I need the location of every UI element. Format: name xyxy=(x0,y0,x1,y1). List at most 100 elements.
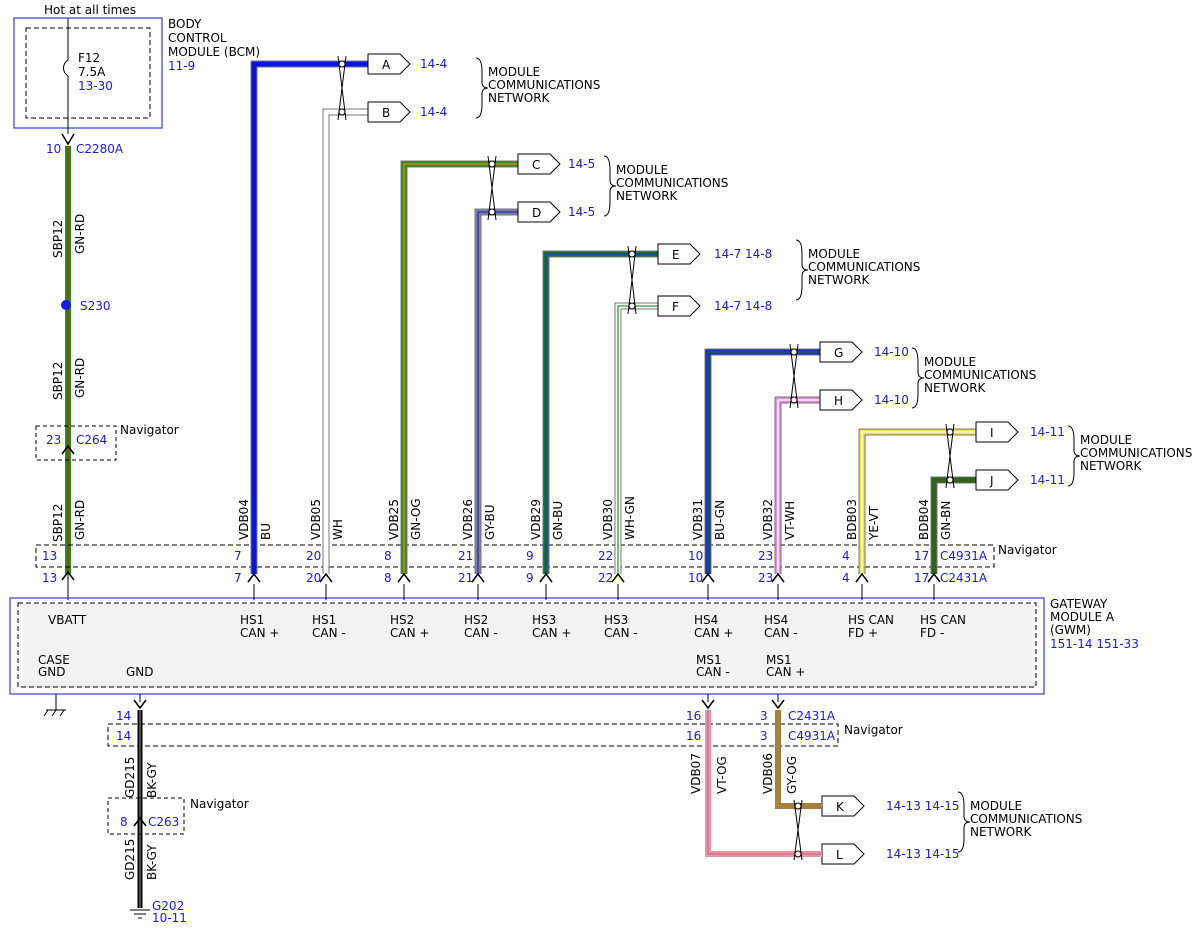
tag-ref[interactable]: 14-5 xyxy=(568,205,595,219)
pin-bottom: 7 xyxy=(234,571,242,585)
c264-pin: 23 xyxy=(46,433,61,447)
network-label: NETWORK xyxy=(1080,459,1143,473)
g202-label[interactable]: G202 xyxy=(152,899,184,913)
pin-arrow-icon xyxy=(701,572,715,583)
circuit-label: VDB25 xyxy=(387,499,401,540)
pin-top: 4 xyxy=(842,549,850,563)
bcm-title-3: MODULE (BCM) xyxy=(168,45,260,59)
circuit-label: VDB04 xyxy=(237,499,251,540)
c264-label[interactable]: C264 xyxy=(76,433,107,447)
tag-ref[interactable]: 14-4 xyxy=(420,105,447,119)
network-label: COMMUNICATIONS xyxy=(924,368,1036,382)
brace-icon xyxy=(957,791,971,853)
gwm-title-2: MODULE A xyxy=(1050,610,1115,624)
c263-pin: 8 xyxy=(120,815,128,829)
bottom-strip-navigator: Navigator xyxy=(844,723,903,737)
color-label: GY-BU xyxy=(483,504,497,540)
gwm-title-3: (GWM) xyxy=(1050,623,1091,637)
tag-ref[interactable]: 14-5 xyxy=(568,157,595,171)
vt-og-label: VT-OG xyxy=(715,756,729,794)
network-label: COMMUNICATIONS xyxy=(1080,446,1192,460)
sbp12-label-3: SBP12 xyxy=(51,504,65,542)
network-label: MODULE xyxy=(616,163,668,177)
c4931a-bottom-label[interactable]: C4931A xyxy=(788,729,836,743)
c263-arrow-icon xyxy=(133,816,147,827)
pin-arrow-icon xyxy=(471,572,485,583)
connector-tag-l[interactable]: L 14-13 14-15 xyxy=(821,843,960,865)
tag-letter: L xyxy=(836,848,843,862)
twist-icon xyxy=(487,155,497,221)
color-label: VT-WH xyxy=(783,501,797,540)
tag-letter: J xyxy=(989,474,994,488)
c263-label[interactable]: C263 xyxy=(148,815,179,829)
pin-top: 23 xyxy=(758,549,773,563)
gd215-label-2: GD215 xyxy=(123,839,137,880)
network-label: MODULE xyxy=(808,247,860,261)
gwm-refs[interactable]: 151-14 151-33 xyxy=(1050,637,1139,651)
ms-minus-arrow-icon xyxy=(701,699,715,710)
brace-icon xyxy=(475,57,489,119)
pin-arrow-icon xyxy=(855,572,869,583)
tag-ref[interactable]: 14-7 14-8 xyxy=(714,247,772,261)
pin-arrow-icon xyxy=(319,572,333,583)
s230-label[interactable]: S230 xyxy=(80,299,111,313)
network-label: COMMUNICATIONS xyxy=(970,812,1082,826)
power-feed: 10 C2280A SBP12 GN-RD S230 SBP12 GN-RD 2… xyxy=(35,133,179,574)
connector-tag-d[interactable]: D 14-5 xyxy=(517,201,595,223)
pin-top: 20 xyxy=(306,549,321,563)
g202-ref[interactable]: 10-11 xyxy=(152,911,187,925)
circuit-label: VDB26 xyxy=(461,499,475,540)
pin-top: 8 xyxy=(384,549,392,563)
c2280a-label[interactable]: C2280A xyxy=(76,142,124,156)
c2431a-bottom-label[interactable]: C2431A xyxy=(788,709,836,723)
circuit-label: BDB04 xyxy=(917,499,931,540)
bcm-title-2: CONTROL xyxy=(168,31,227,45)
tag-ref[interactable]: 14-11 xyxy=(1030,425,1065,439)
tag-ref[interactable]: 14-13 14-15 xyxy=(886,847,960,861)
ms-plus-pin-top: 3 xyxy=(760,709,768,723)
c4931a-label[interactable]: C4931A xyxy=(940,549,988,563)
tag-ref[interactable]: 14-10 xyxy=(874,345,909,359)
tag-ref[interactable]: 14-13 14-15 xyxy=(886,799,960,813)
tag-ref[interactable]: 14-4 xyxy=(420,57,447,71)
tag-ref[interactable]: 14-7 14-8 xyxy=(714,299,772,313)
ground-circuit: 14 14 GD215 BK-GY 8 C263 Navigator GD215… xyxy=(107,694,903,925)
tag-ref[interactable]: 14-11 xyxy=(1030,473,1065,487)
network-label: NETWORK xyxy=(616,189,679,203)
connector-tag-j[interactable]: J 14-11 xyxy=(975,469,1065,491)
tag-ref[interactable]: 14-10 xyxy=(874,393,909,407)
fuse-ref[interactable]: 13-30 xyxy=(78,79,113,93)
pin-bottom: 9 xyxy=(526,571,534,585)
pin-top: 22 xyxy=(598,549,613,563)
network-label: COMMUNICATIONS xyxy=(488,78,600,92)
pin-top: 9 xyxy=(526,549,534,563)
sbp12-label-1: SBP12 xyxy=(51,220,65,258)
c2431a-label[interactable]: C2431A xyxy=(940,571,988,585)
brace-icon xyxy=(795,239,809,301)
ms-minus-pin-top: 16 xyxy=(686,709,701,723)
gwm-pin-label: HS CAN xyxy=(920,613,966,627)
gwm-pin-label: CAN + xyxy=(390,626,429,640)
bcm-ref[interactable]: 11-9 xyxy=(168,59,195,73)
tag-letter: D xyxy=(532,206,541,220)
network-label: MODULE xyxy=(488,65,540,79)
fuse-icon xyxy=(63,28,69,134)
pin-arrow-icon xyxy=(771,572,785,583)
gwm-pin-label: CAN + xyxy=(694,626,733,640)
network-label: NETWORK xyxy=(924,381,987,395)
